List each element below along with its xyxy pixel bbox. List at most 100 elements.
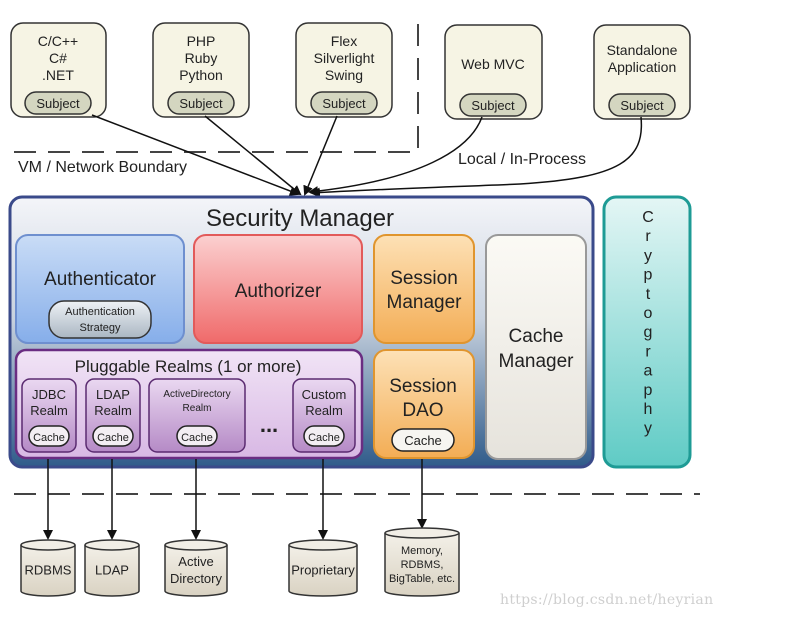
datastore-cylinder: Memory, RDBMS, BigTable, etc.: [384, 527, 460, 597]
subject-pill: [310, 91, 378, 115]
cryptography-letter: t: [646, 286, 651, 303]
authentication-strategy-line2: Strategy: [80, 322, 121, 334]
cryptography-letter: p: [644, 382, 653, 399]
datastore-label: Active: [178, 554, 213, 569]
client-label: Swing: [325, 67, 363, 83]
datastore-label: LDAP: [95, 563, 129, 578]
watermark: https://blog.csdn.net/heyrian: [500, 592, 714, 608]
subject-pill: [608, 93, 676, 117]
arrow-flex-to-sm: [303, 115, 338, 196]
authorizer-title: Authorizer: [235, 281, 322, 302]
session-manager-line1: Session: [390, 268, 458, 289]
datastore-label: RDBMS,: [401, 559, 444, 571]
subject-label: Subject: [471, 98, 515, 113]
realm-label: JDBC: [32, 387, 66, 402]
cryptography-letter: o: [644, 305, 653, 322]
vm-network-boundary-label: VM / Network Boundary: [18, 159, 187, 176]
datastore-cylinder: Proprietary: [288, 539, 358, 597]
session-manager-line2: Manager: [387, 292, 463, 313]
arrow-standalone-to-sm: [310, 116, 643, 198]
subject-label: Subject: [179, 96, 223, 111]
datastore-cylinder: LDAP: [84, 539, 140, 597]
clients: C/C++C#.NETSubjectPHPRubyPythonSubjectFl…: [10, 22, 691, 120]
subject-label: Subject: [620, 98, 664, 113]
cache-manager-line1: Cache: [509, 326, 564, 347]
arrow-php-to-sm: [204, 115, 302, 196]
realm-label: Realm: [30, 403, 68, 418]
realm-cache: [92, 425, 134, 447]
client-arrows: [91, 114, 643, 198]
realm-label: Realm: [94, 403, 132, 418]
client-label: Python: [179, 67, 223, 83]
arrow-cpp-to-sm: [91, 114, 300, 196]
datastore-arrows: [43, 459, 427, 540]
session-dao-line1: Session: [389, 376, 457, 397]
cache-manager: Cache Manager: [485, 234, 587, 460]
cryptography-letter: h: [644, 401, 653, 418]
session-dao: Session DAO Cache: [373, 349, 475, 459]
client-label: Ruby: [185, 50, 218, 66]
subject-label: Subject: [36, 96, 80, 111]
authenticator: Authenticator Authentication Strategy: [15, 234, 185, 344]
client-label: Web MVC: [461, 56, 525, 72]
realm-cache: [176, 425, 218, 447]
session-dao-cache: [391, 428, 455, 452]
datastore-label: Directory: [170, 571, 223, 586]
realm-label: Realm: [305, 403, 343, 418]
client-label: Silverlight: [314, 50, 375, 66]
datastore-label: RDBMS: [25, 563, 72, 578]
datastore-cylinder: ActiveDirectory: [164, 539, 228, 597]
client-label: PHP: [187, 33, 216, 49]
vm-network-boundary: VM / Network Boundary: [14, 24, 420, 176]
realm-label: LDAP: [96, 387, 130, 402]
session-dao-line2: DAO: [402, 400, 443, 421]
session-manager: Session Manager: [373, 234, 475, 344]
authentication-strategy-line1: Authentication: [65, 306, 135, 318]
realm-label: Custom: [302, 387, 347, 402]
datastore-label: Proprietary: [291, 563, 355, 578]
arrow-webmvc-to-sm: [308, 116, 483, 197]
authorizer: Authorizer: [193, 234, 363, 344]
cryptography-letter: r: [645, 228, 651, 245]
cryptography-letter: y: [644, 247, 652, 264]
realm-cache: [303, 425, 345, 447]
client-label: .NET: [42, 67, 74, 83]
realm-list: JDBCRealmCacheLDAPRealmCacheActiveDirect…: [21, 378, 356, 453]
datastore-label: BigTable, etc.: [389, 573, 455, 585]
cryptography-letter: p: [644, 267, 653, 284]
client-box: Web MVC Subject: [444, 24, 543, 120]
cryptography-letter: g: [644, 324, 653, 341]
cryptography-letter: r: [645, 343, 651, 360]
cryptography-letter: C: [642, 209, 654, 226]
security-manager-title: Security Manager: [206, 205, 394, 232]
realm-cache-label: Cache: [181, 432, 213, 444]
authenticator-title: Authenticator: [44, 269, 157, 290]
client-label: C/C++: [38, 33, 78, 49]
cryptography-letter: a: [644, 363, 653, 380]
subject-pill: [24, 91, 92, 115]
client-label: Flex: [331, 33, 357, 49]
session-dao-cache-label: Cache: [404, 433, 442, 448]
cache-manager-line2: Manager: [499, 351, 575, 372]
realms-ellipsis: ...: [260, 412, 278, 437]
realm-cache: [28, 425, 70, 447]
pluggable-realms-title: Pluggable Realms (1 or more): [75, 357, 302, 376]
datastore-cylinder: RDBMS: [20, 539, 76, 597]
subject-label: Subject: [322, 96, 366, 111]
subject-pill: [167, 91, 235, 115]
client-label: Standalone: [607, 42, 678, 58]
subject-pill: [459, 93, 527, 117]
datastore-label: Memory,: [401, 545, 443, 557]
realm-cache-label: Cache: [33, 432, 65, 444]
